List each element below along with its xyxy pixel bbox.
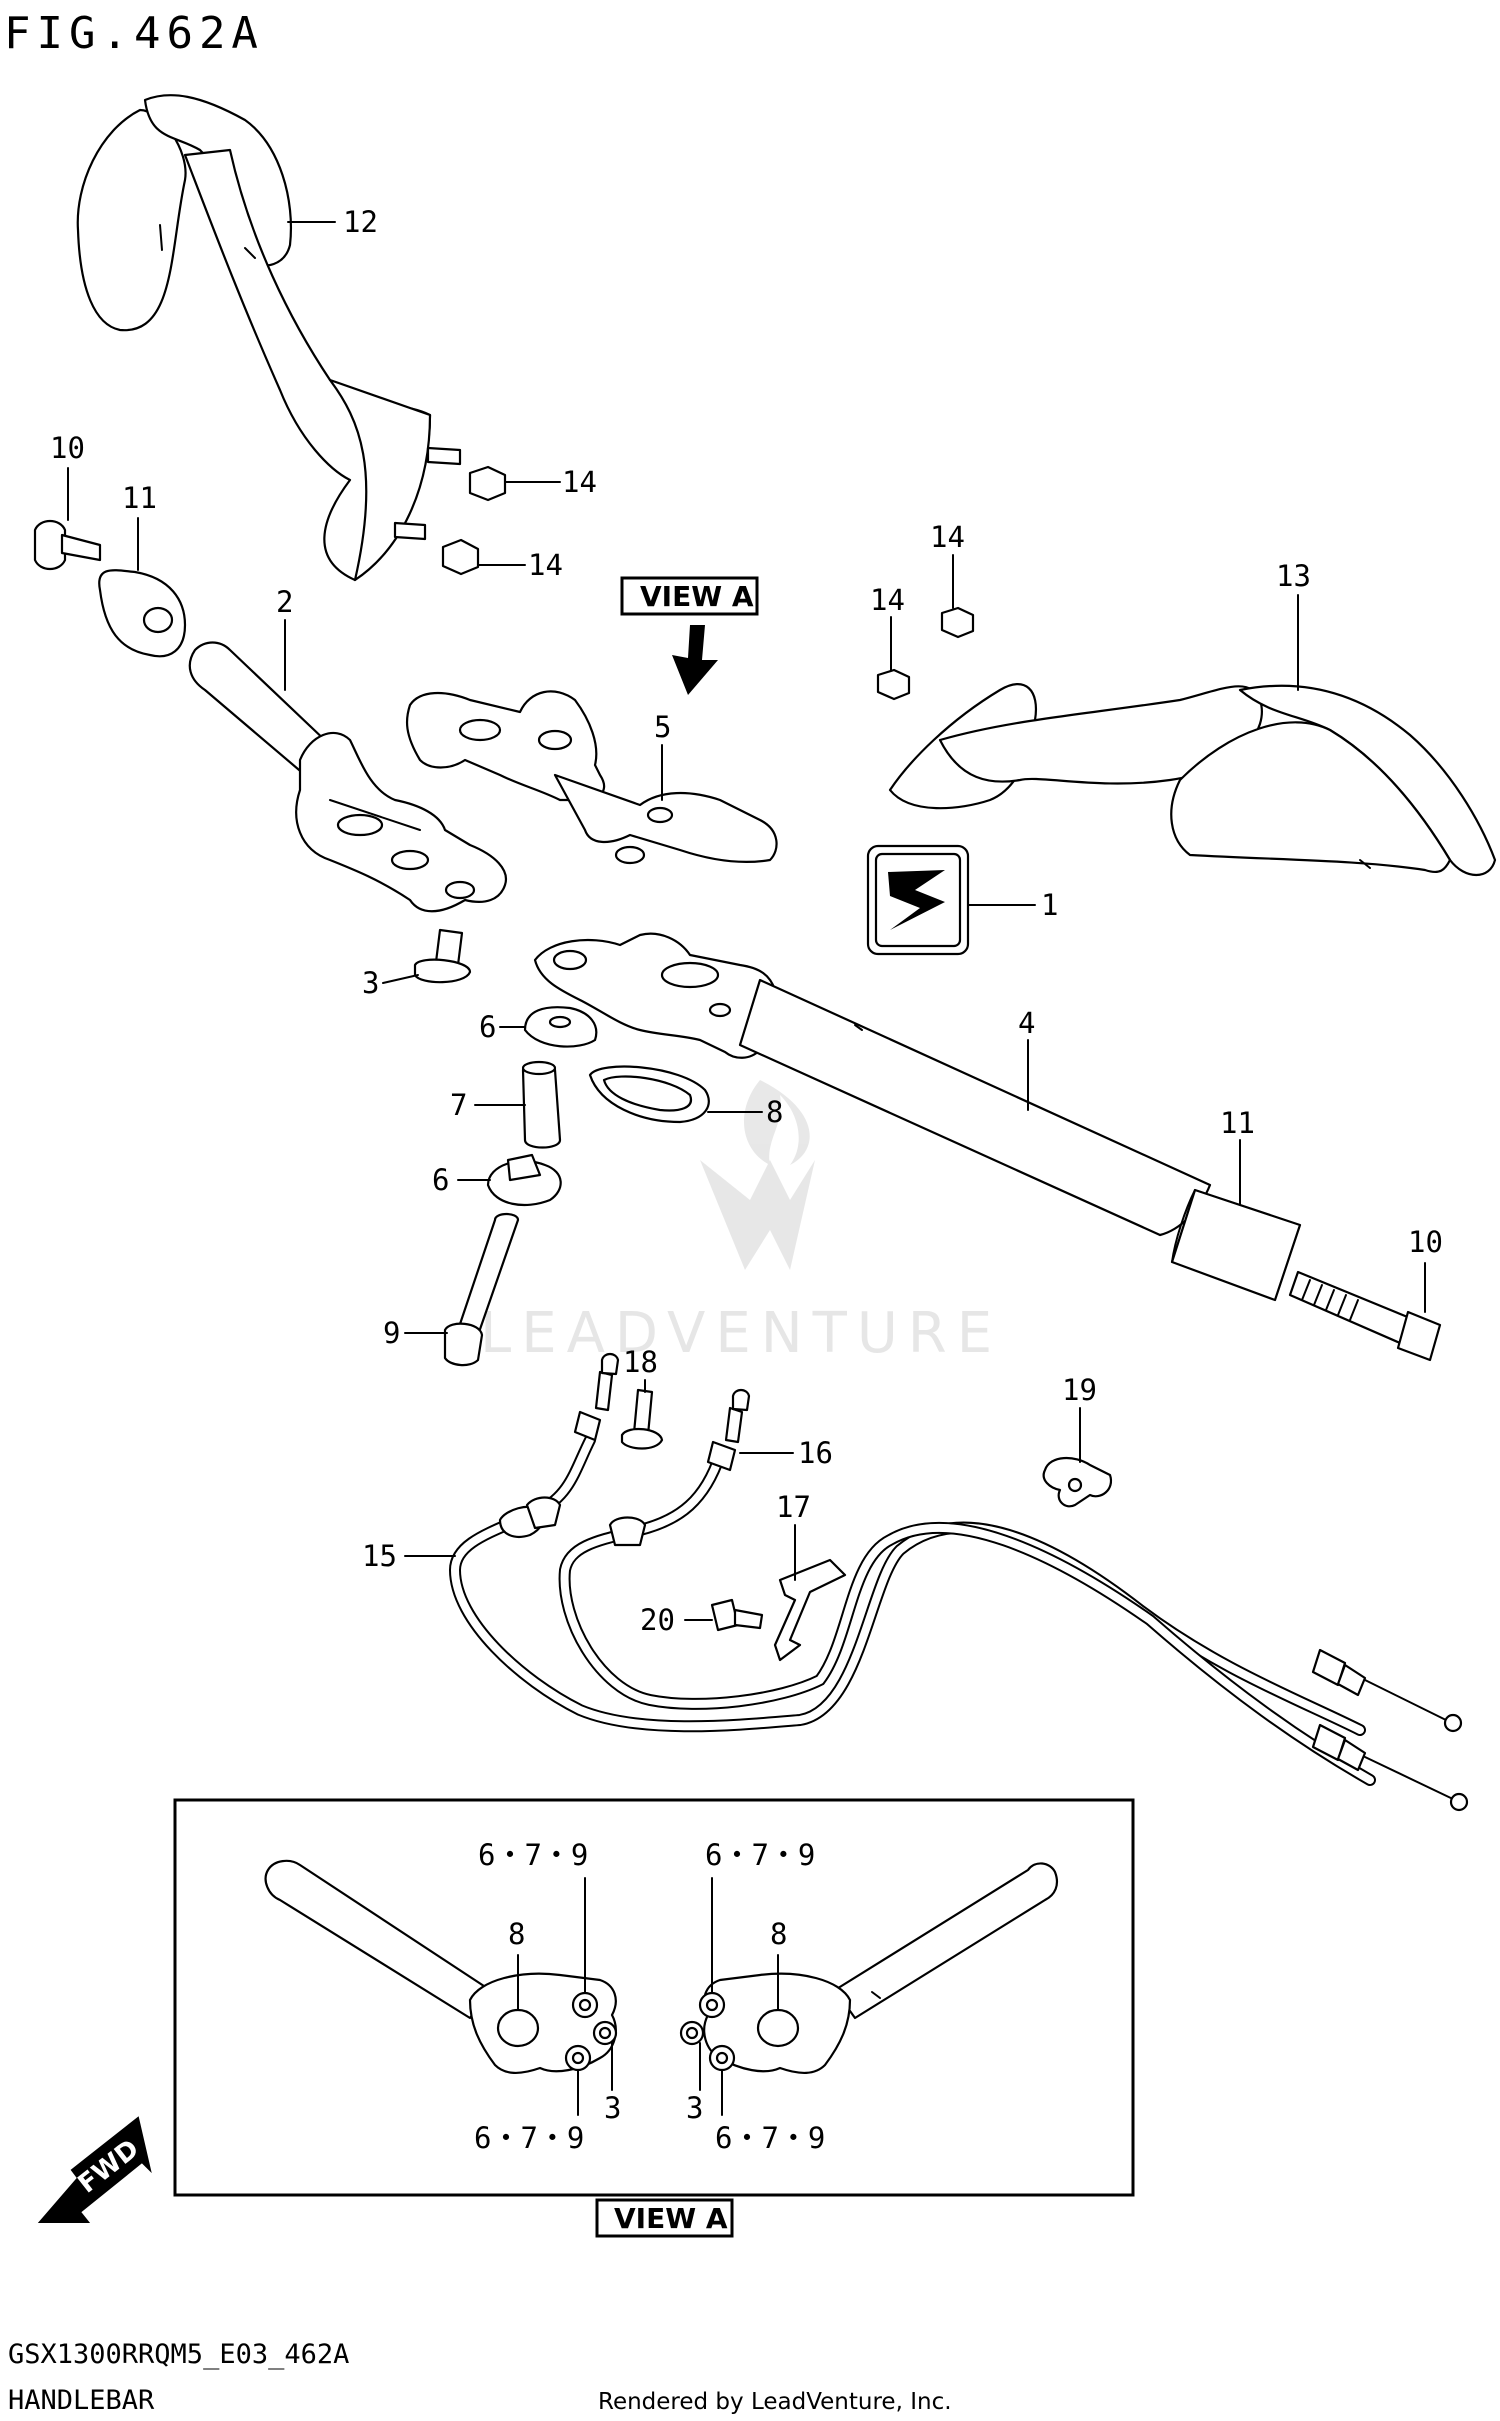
rubber-part-6-upper	[523, 1006, 598, 1048]
view-a-left-3-callout: 3	[604, 2091, 621, 2125]
callout-18: 18	[623, 1345, 658, 1379]
throttle-cable-part-16	[558, 1388, 1469, 1812]
bolt-part-3	[413, 928, 472, 984]
callout-8: 8	[766, 1095, 783, 1129]
callout-16: 16	[798, 1436, 833, 1470]
callout-3: 3	[362, 966, 379, 1000]
bolt-part-10-left	[33, 519, 102, 571]
bolt-part-10-right	[1288, 1270, 1442, 1362]
clamp-part-19	[1042, 1457, 1113, 1508]
callout-9: 9	[383, 1316, 400, 1350]
callout-14-d: 14	[870, 583, 905, 617]
right-handlebar-part-5	[405, 690, 778, 865]
callout-17: 17	[776, 1490, 811, 1524]
view-a-right-8-callout: 8	[770, 1917, 787, 1951]
callout-11-b: 11	[1220, 1106, 1255, 1140]
view-a-right-bottom-callout: 6・7・9	[715, 2121, 825, 2155]
nut-part-14-lower	[441, 538, 480, 576]
view-a-right-handlebar	[679, 1862, 1059, 2074]
callout-14-b: 14	[528, 548, 563, 582]
view-a-left-8-callout: 8	[508, 1917, 525, 1951]
emblem-part-1	[866, 844, 970, 956]
fwd-arrow-icon	[37, 2116, 152, 2223]
callout-7: 7	[450, 1088, 467, 1122]
callout-6-a: 6	[479, 1010, 496, 1044]
bracket-part-17	[773, 1558, 847, 1662]
callout-10-b: 10	[1408, 1225, 1443, 1259]
callout-1: 1	[1041, 888, 1058, 922]
spacer-part-7	[521, 1060, 562, 1149]
nut-part-14-right-lower	[876, 668, 911, 701]
callout-5: 5	[654, 710, 671, 744]
bar-end-weight-part-11-left	[98, 569, 187, 658]
left-mirror-part-12	[76, 94, 462, 582]
view-a-inset-box	[173, 1798, 1135, 2197]
watermark-text: LEADVENTURE	[480, 1301, 1002, 1366]
view-a-box	[620, 576, 759, 616]
right-mirror-part-13	[888, 683, 1497, 876]
callout-14-c: 14	[930, 520, 965, 554]
nut-part-14-right-upper	[940, 606, 975, 639]
section-name: HANDLEBAR	[8, 2385, 155, 2416]
callout-19: 19	[1062, 1373, 1097, 1407]
view-a-left-top-callout: 6・7・9	[478, 1838, 588, 1872]
view-a-left-handlebar	[264, 1859, 618, 2074]
callout-6-b: 6	[432, 1163, 449, 1197]
callout-12: 12	[343, 205, 378, 239]
view-a-right-3-callout: 3	[686, 2091, 703, 2125]
callout-2: 2	[276, 585, 293, 619]
view-a-right-top-callout: 6・7・9	[705, 1838, 815, 1872]
view-a-arrow	[672, 625, 718, 695]
rubber-part-6-lower	[486, 1153, 562, 1207]
rendered-by: Rendered by LeadVenture, Inc.	[598, 2389, 952, 2415]
callout-14-a: 14	[562, 465, 597, 499]
callout-4: 4	[1018, 1006, 1035, 1040]
callout-11-a: 11	[122, 481, 157, 515]
screw-part-18	[620, 1388, 664, 1450]
view-a-left-bottom-callout: 6・7・9	[474, 2121, 584, 2155]
figure-title: FIG.462A	[4, 8, 264, 59]
bar-end-weight-part-11-right	[1170, 1188, 1302, 1302]
callout-15: 15	[362, 1539, 397, 1573]
view-a-bottom-box	[595, 2198, 734, 2238]
view-a-label: VIEW A	[640, 580, 754, 613]
bolt-part-9	[443, 1212, 520, 1367]
handlebar-part-4	[533, 932, 1212, 1237]
nut-part-14-upper	[468, 465, 507, 502]
figure-code: GSX1300RRQM5_E03_462A	[8, 2339, 349, 2370]
callout-10-a: 10	[50, 431, 85, 465]
view-a-bottom-label: VIEW A	[614, 2202, 728, 2235]
callout-13: 13	[1276, 559, 1311, 593]
left-handlebar-part-2	[188, 641, 508, 913]
grommet-part-8	[588, 1065, 710, 1124]
watermark	[700, 1080, 815, 1270]
callout-20: 20	[640, 1603, 675, 1637]
bolt-part-20	[710, 1598, 764, 1632]
